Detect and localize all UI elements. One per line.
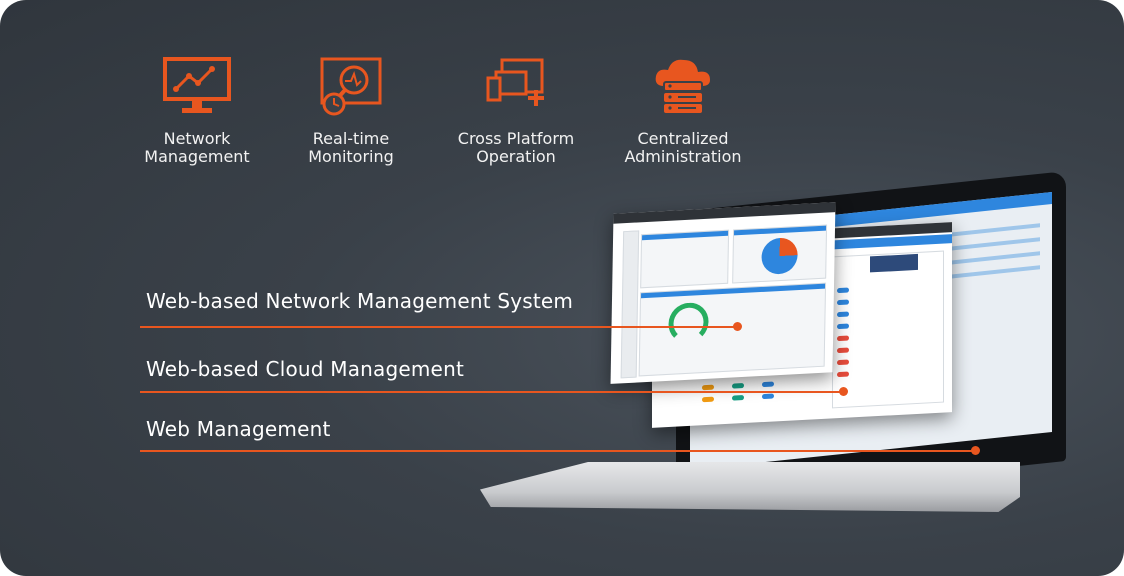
feature-line1: Network: [163, 129, 231, 148]
screenshot-network-management-system: [610, 202, 836, 384]
laptop-base: [480, 462, 1020, 512]
callout-line-3: [140, 450, 976, 452]
feature-line2: Monitoring: [308, 147, 394, 166]
feature-centralized-administration: Centralized Administration: [622, 56, 744, 166]
feature-line2: Management: [144, 147, 250, 166]
feature-line2: Administration: [624, 147, 742, 166]
callout-dot-3: [971, 446, 980, 455]
feature-line1: Real-time: [312, 129, 390, 148]
callout-line-2: [140, 391, 844, 393]
feature-cross-platform-operation: Cross Platform Operation: [452, 56, 580, 166]
feature-line1: Centralized: [637, 129, 729, 148]
monitor-chart-icon: [163, 57, 231, 113]
feature-real-time-monitoring: Real-time Monitoring: [296, 56, 406, 166]
callout-dot-2: [839, 387, 848, 396]
callout-web-management: Web Management: [146, 417, 331, 441]
callout-dot-1: [733, 322, 742, 331]
callout-line-1: [140, 326, 738, 328]
cloud-server-icon: [655, 59, 710, 113]
feature-line1: Cross Platform: [457, 129, 575, 148]
callout-network-management-system: Web-based Network Management System: [146, 289, 574, 313]
callout-cloud-management: Web-based Cloud Management: [146, 357, 464, 381]
monitor-magnifier-clock-icon: [320, 57, 382, 116]
devices-plus-icon: [486, 58, 544, 106]
feature-network-management: Network Management: [142, 56, 252, 166]
feature-line2: Operation: [476, 147, 556, 166]
